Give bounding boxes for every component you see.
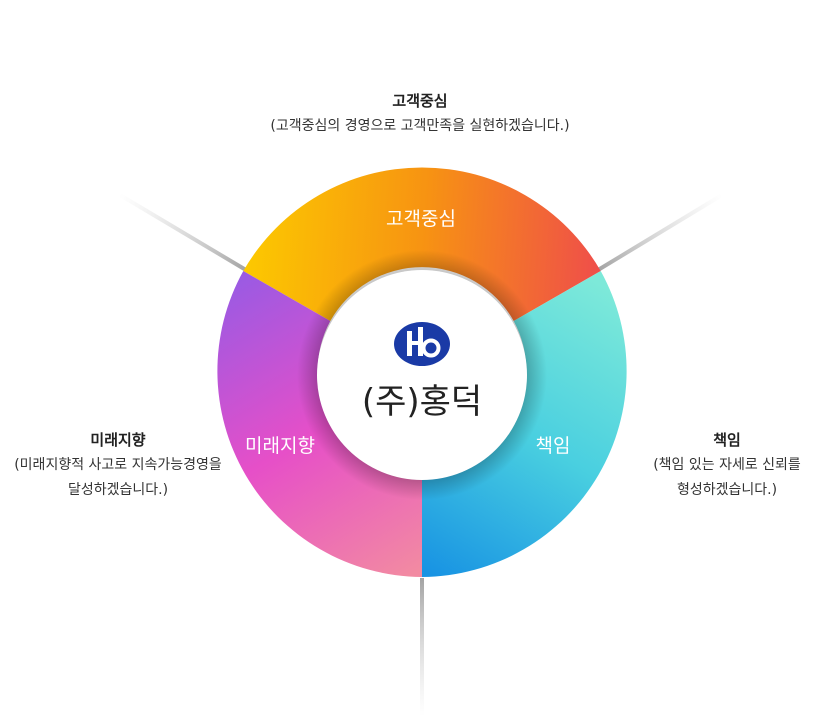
company-name: (주)홍덕 [362,382,482,422]
caption-line: 달성하겠습니다.) [67,482,169,498]
caption-line: 형성하겠습니다.) [676,482,778,498]
caption-responsibility: 책임 (책임 있는 자세로 신뢰를 형성하겠습니다.) [632,428,822,503]
hb-logo-icon [394,322,450,366]
divider-line-top-left [118,193,248,272]
caption-title-responsibility: 책임 [713,431,741,449]
caption-title-future: 미래지향 [90,431,146,449]
ring-label-responsibility: 책임 [536,435,571,457]
ring-label-customer: 고객중심 [386,208,456,230]
caption-customer: 고객중심 (고객중심의 경영으로 고객만족을 실현하겠습니다.) [220,89,620,139]
ring-segment-customer [243,167,601,321]
divider-line-top-right [596,193,724,272]
caption-future: 미래지향 (미래지향적 사고로 지속가능경영을 달성하겠습니다.) [0,428,236,503]
caption-line: (책임 있는 자세로 신뢰를 [653,457,801,473]
center-hub [317,270,527,480]
caption-line: (미래지향적 사고로 지속가능경영을 [14,457,222,473]
caption-title-customer: 고객중심 [392,92,448,110]
caption-line: (고객중심의 경영으로 고객만족을 실현하겠습니다.) [270,118,570,134]
ring-label-future: 미래지향 [245,435,315,457]
